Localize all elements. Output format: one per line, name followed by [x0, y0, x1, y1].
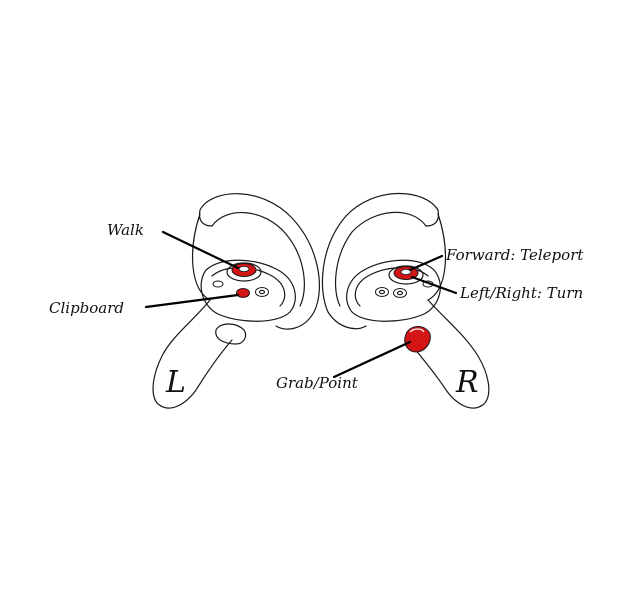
right-grip	[407, 299, 490, 409]
left-tracking-ring-inner	[211, 212, 305, 307]
grab-point-leader-line	[332, 340, 412, 379]
right-b-button-mark	[378, 289, 386, 295]
left-x-button-mark	[258, 289, 266, 295]
clipboard-leader-line	[144, 293, 240, 309]
right-trigger-highlight	[409, 328, 425, 333]
left-y-button[interactable]	[236, 288, 250, 298]
right-a-button[interactable]	[393, 288, 407, 298]
left-right-turn-label: Left/Right: Turn	[459, 284, 583, 302]
left-menu-button[interactable]	[212, 280, 224, 288]
left-grip	[152, 299, 233, 409]
left-grip-edge	[192, 213, 211, 301]
left-ring-top-edge	[198, 209, 213, 227]
left-face-plate	[200, 259, 296, 322]
left-right-turn-leader-line	[410, 275, 458, 295]
left-tracking-ring-outer	[199, 193, 320, 330]
right-controller-letter: R	[455, 365, 479, 400]
walk-label: Walk	[107, 221, 144, 239]
left-x-button[interactable]	[255, 287, 269, 297]
right-tracking-ring-inner	[334, 211, 427, 307]
right-tracking-ring-outer	[321, 192, 439, 330]
left-face-plate-inner	[211, 267, 286, 307]
forward-teleport-label: Forward: Teleport	[445, 246, 584, 264]
right-ring-top-edge	[425, 209, 440, 227]
grab-point-label: Grab/Point	[276, 374, 359, 392]
right-b-button[interactable]	[375, 287, 389, 297]
right-thumbstick-top	[400, 268, 412, 275]
walk-leader-line	[161, 230, 240, 270]
right-grip-edge	[427, 213, 446, 301]
right-trigger[interactable]	[404, 326, 431, 353]
left-thumbstick-top	[238, 265, 250, 272]
clipboard-label: Clipboard	[49, 299, 124, 317]
left-controller: L	[152, 193, 320, 409]
left-trigger	[215, 323, 247, 345]
left-controller-letter: L	[165, 365, 186, 400]
right-a-button-mark	[396, 290, 404, 296]
forward-teleport-leader-line	[408, 254, 444, 272]
